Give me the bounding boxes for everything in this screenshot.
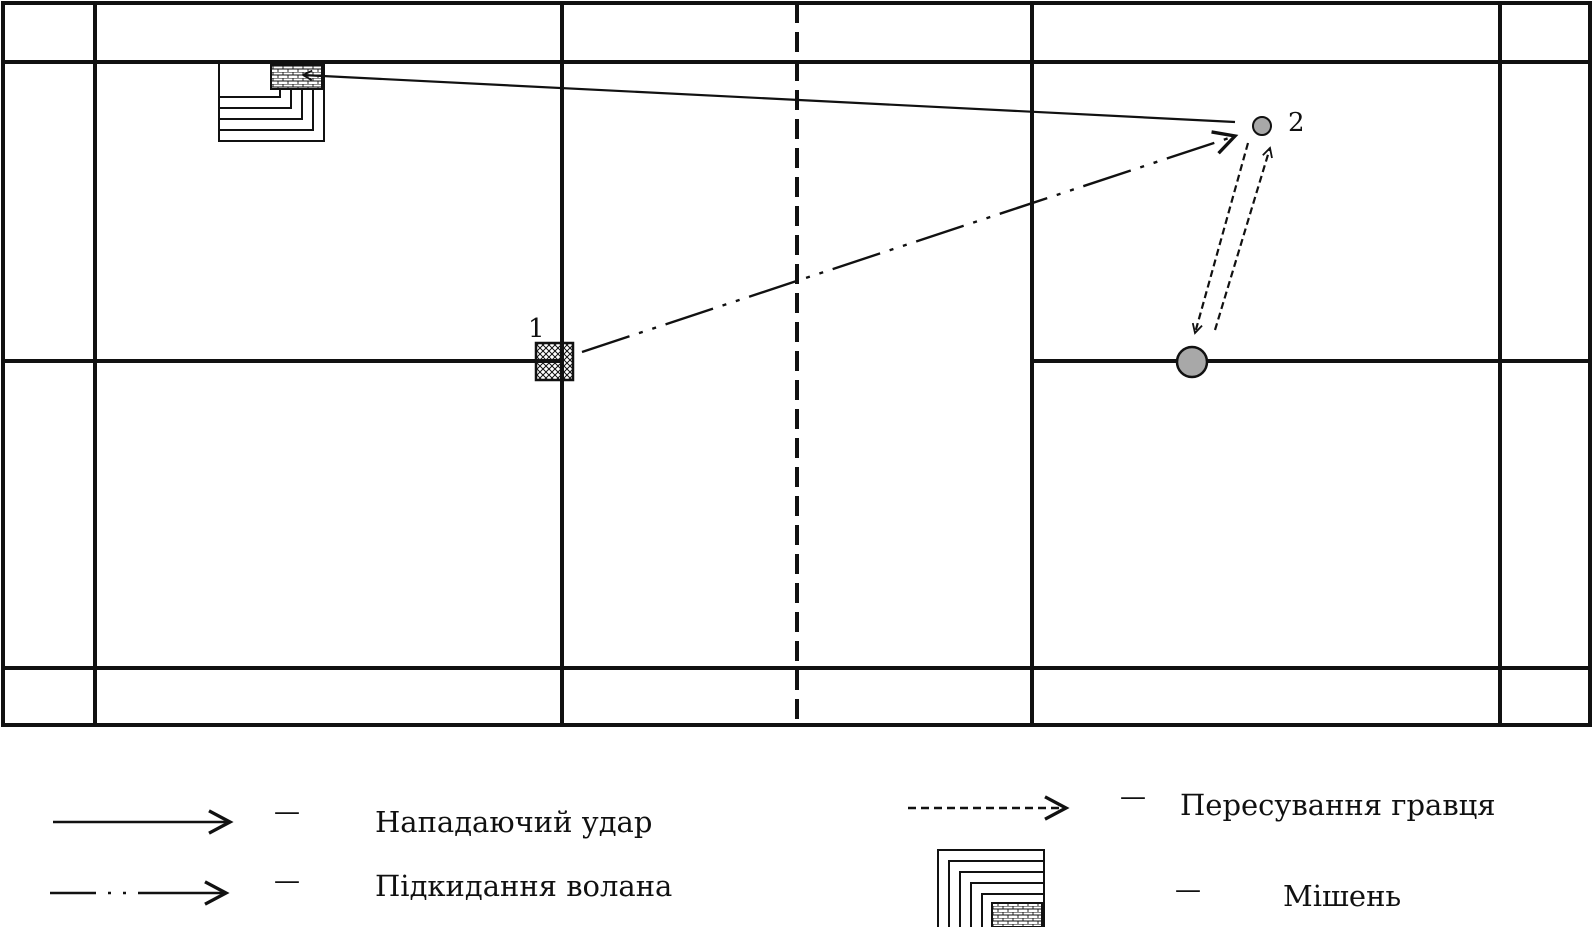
legend: — Нападаючий удар — Підкидання волана — …	[50, 782, 1496, 927]
player-movement-arrow-back	[1195, 142, 1250, 333]
target-icon	[218, 62, 325, 142]
player-movement-arrow-forward	[1213, 148, 1270, 331]
legend-target-label: Мішень	[1283, 879, 1401, 913]
legend-dash-target: —	[1175, 875, 1201, 905]
legend-movement-label: Пересування гравця	[1180, 788, 1496, 822]
legend-dash-toss: —	[274, 866, 300, 896]
shuttle-position-icon	[534, 341, 575, 382]
legend-dash-movement: —	[1120, 782, 1146, 812]
marker-label-1: 1	[528, 314, 545, 344]
legend-toss-label: Підкидання волана	[375, 869, 672, 903]
player-icon	[1175, 345, 1209, 379]
attack-stroke-arrow	[303, 75, 1236, 124]
legend-dash-attack: —	[274, 797, 300, 827]
marker-label-2: 2	[1288, 108, 1305, 138]
shuttle-toss-arrow	[581, 130, 1239, 354]
player-position-2	[1252, 116, 1272, 136]
legend-attack-label: Нападаючий удар	[375, 805, 652, 839]
legend-target-icon	[937, 849, 1045, 927]
